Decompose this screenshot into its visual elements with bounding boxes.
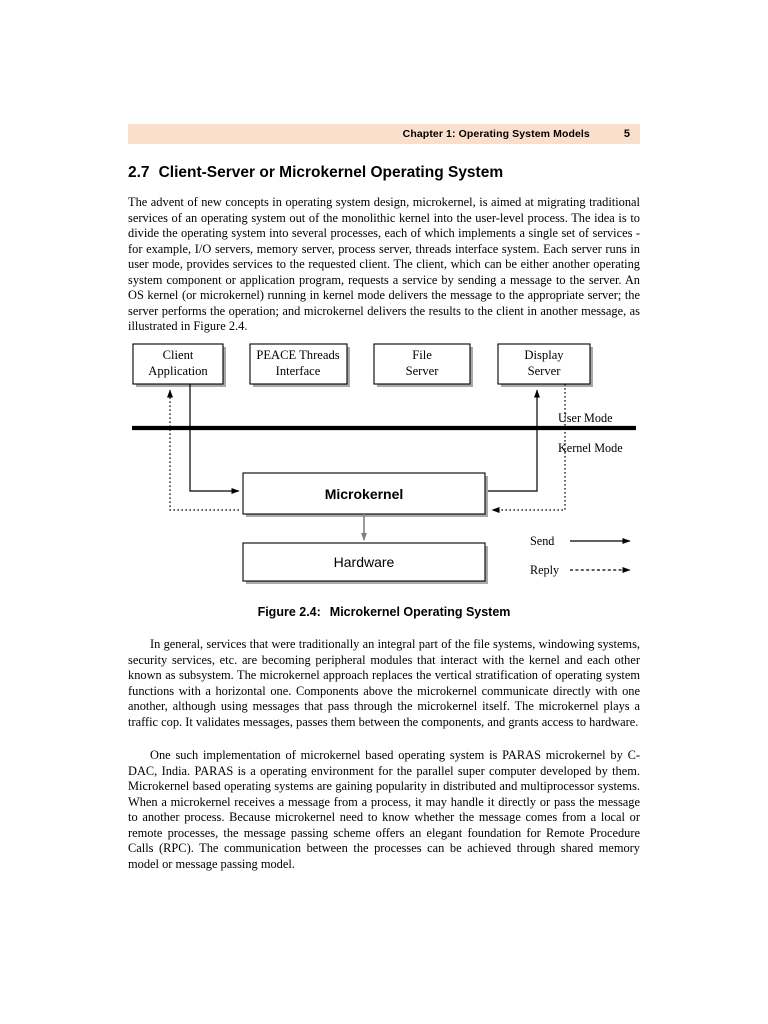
header-chapter-title: Chapter 1: Operating System Models (402, 128, 590, 140)
paragraph-general-services: In general, services that were tradition… (128, 637, 640, 729)
box-microkernel-label: Microkernel (325, 486, 404, 502)
box-peace-threads-line1: PEACE Threads (256, 348, 339, 362)
diagram-legend: Send Reply (530, 534, 631, 577)
box-file-server-line1: File (412, 348, 432, 362)
figure-caption: Figure 2.4: Microkernel Operating System (128, 605, 640, 619)
paragraph-intro: The advent of new concepts in operating … (128, 195, 640, 334)
label-kernel-mode: Kernel Mode (558, 441, 623, 455)
diagram-box-microkernel: Microkernel (242, 472, 488, 517)
diagram-box-display-server: Display Server (497, 343, 593, 387)
box-client-application-line1: Client (163, 348, 194, 362)
diagram-svg: Client Application PEACE Threads Interfa… (132, 343, 636, 584)
diagram-box-hardware: Hardware (242, 542, 488, 584)
label-user-mode: User Mode (558, 411, 613, 425)
diagram-box-client-application: Client Application (132, 343, 226, 387)
figure-caption-title: Microkernel Operating System (329, 605, 511, 619)
figure-caption-number: Figure 2.4: (257, 605, 321, 619)
page-header-inner: Chapter 1: Operating System Models 5 (128, 124, 640, 144)
arrow-send-client-to-microkernel (189, 384, 240, 494)
figure-microkernel-diagram: Client Application PEACE Threads Interfa… (128, 338, 640, 628)
paragraph-paras-implementation: One such implementation of microkernel b… (128, 748, 640, 871)
diagram-box-peace-threads-interface: PEACE Threads Interface (249, 343, 350, 387)
legend-label-send: Send (530, 534, 554, 548)
page-header-bar: Chapter 1: Operating System Models 5 (128, 124, 640, 144)
section-number: 2.7 (128, 164, 150, 181)
box-display-server-line2: Server (528, 364, 562, 378)
header-page-number: 5 (623, 128, 630, 140)
box-display-server-line1: Display (524, 348, 564, 362)
box-client-application-line2: Application (148, 364, 208, 378)
arrow-reply-microkernel-to-client (167, 389, 239, 511)
section-title: Client-Server or Microkernel Operating S… (158, 164, 504, 181)
legend-label-reply: Reply (530, 563, 560, 577)
diagram-box-file-server: File Server (373, 343, 473, 387)
box-peace-threads-line2: Interface (276, 364, 321, 378)
arrow-send-microkernel-to-display (488, 389, 540, 492)
box-file-server-line2: Server (406, 364, 440, 378)
section-heading: 2.7 Client-Server or Microkernel Operatin… (128, 164, 648, 182)
box-hardware-label: Hardware (334, 554, 395, 570)
